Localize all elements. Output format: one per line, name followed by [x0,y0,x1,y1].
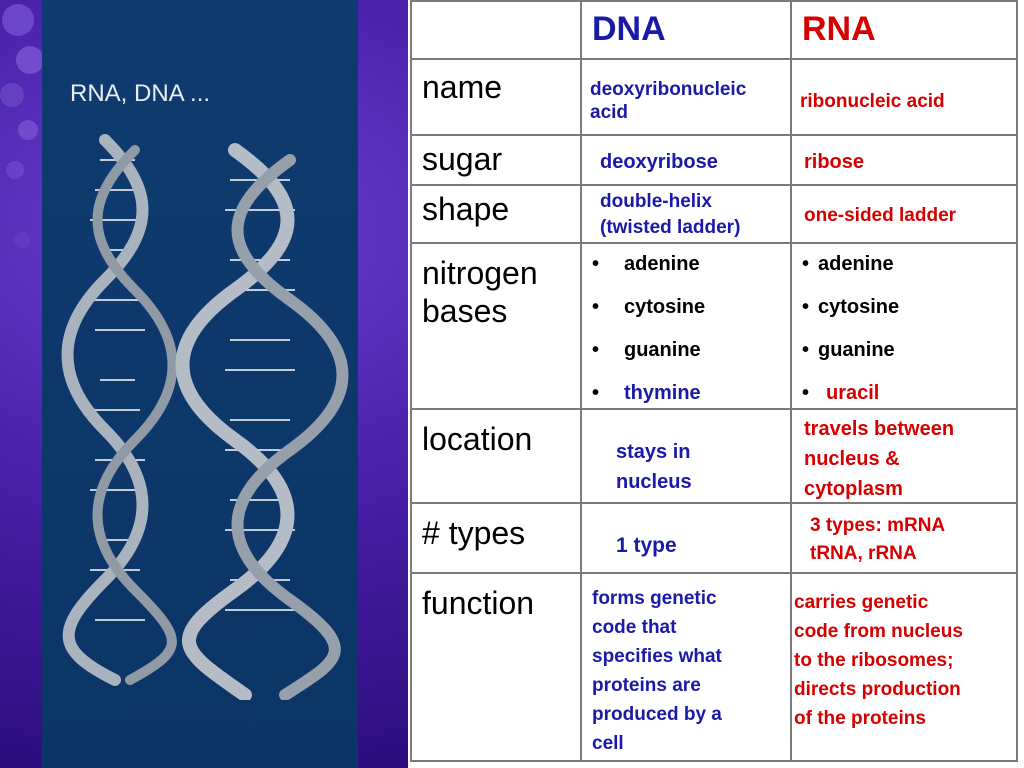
dna-types: 1 type [616,534,677,557]
list-item: • adenine [592,252,705,295]
rna-bases-cell: • adenine • cytosine • guanine • uracil [790,242,1018,410]
dna-function-line: code that [592,617,677,638]
rna-sugar-cell: ribose [790,134,1018,186]
panel-title: RNA, DNA ... [70,80,211,107]
list-item: • uracil [802,381,899,424]
rna-function-line: code from nucleus [794,621,963,642]
rna-base: guanine [818,339,895,361]
list-item: • adenine [802,252,899,295]
row-label-shape: shape [410,184,582,244]
rna-base-unique: uracil [826,382,880,404]
list-item: • cytosine [802,295,899,338]
rna-name-cell: ribonucleic acid [790,58,1018,136]
rna-shape: one-sided ladder [804,205,957,226]
rna-function-text: carries genetic code from nucleus to the… [794,588,963,733]
dna-function-line: produced by a [592,704,722,725]
rna-types-line1: 3 types: mRNA [810,515,946,536]
dna-function-line: forms genetic [592,588,717,609]
rna-function-cell: carries genetic code from nucleus to the… [790,572,1018,762]
dna-header: DNA [580,0,792,60]
row-label-sugar: sugar [410,134,582,186]
decorative-bubbles [0,4,44,248]
row-label-function: function [410,572,582,762]
dna-shape-line1: double-helix [600,191,712,212]
comparison-table-area: DNA RNA name deoxyribonucleic acid ribon… [408,0,1024,768]
dna-rna-comparison-table: DNA RNA name deoxyribonucleic acid ribon… [410,0,1018,762]
dna-location-line1: stays in [616,441,691,463]
row-label-bases-line1: nitrogen [422,255,538,291]
rna-location-line1: travels between [804,418,955,440]
row-label-bases-line2: bases [422,293,508,329]
dna-sugar-cell: deoxyribose [580,134,792,186]
dna-base: guanine [624,339,701,361]
list-item: • cytosine [592,295,705,338]
rna-sugar: ribose [804,151,865,173]
rna-types-cell: 3 types: mRNA tRNA, rRNA [790,502,1018,574]
dna-name-cell: deoxyribonucleic acid [580,58,792,136]
rna-name: ribonucleic acid [800,91,945,112]
dna-function-line: cell [592,733,624,754]
row-label-location: location [410,408,582,504]
rna-function-line: of the proteins [794,708,926,729]
dna-types-cell: 1 type [580,502,792,574]
dna-shape-cell: double-helix (twisted ladder) [580,184,792,244]
dna-location-line2: nucleus [616,471,692,493]
bullet: • [802,382,810,404]
dna-function-line: specifies what [592,646,722,667]
rna-location-cell: travels between nucleus & cytoplasm [790,408,1018,504]
list-item: • guanine [592,338,705,381]
table-row: nitrogen bases • adenine • cytosine • guani… [410,242,1018,410]
rna-bases-list: • adenine • cytosine • guanine • uracil [802,252,899,424]
list-item: • thymine [592,381,705,424]
table-row: function forms genetic code that specifi… [410,572,1018,762]
bullet: • [592,296,600,318]
rna-shape-cell: one-sided ladder [790,184,1018,244]
bullet: • [592,253,600,275]
table-row: sugar deoxyribose ribose [410,134,1018,186]
rna-base: cytosine [818,296,900,318]
list-item: • guanine [802,338,899,381]
rna-function-line: to the ribosomes; [794,650,954,671]
header-row: DNA RNA [410,0,1018,60]
table-row: name deoxyribonucleic acid ribonucleic a… [410,58,1018,136]
dna-base-unique: thymine [624,382,701,404]
row-label-bases: nitrogen bases [410,242,582,410]
row-label-types: # types [410,502,582,574]
rna-function-line: directs production [794,679,961,700]
table-row: # types 1 type 3 types: mRNA tRNA, rRNA [410,502,1018,574]
table-row: shape double-helix (twisted ladder) one-… [410,184,1018,244]
bullet: • [802,296,810,318]
rna-header: RNA [790,0,1018,60]
rna-function-line: carries genetic [794,592,929,613]
dna-function-text: forms genetic code that specifies what p… [592,584,722,758]
rna-location-line3: cytoplasm [804,478,903,500]
dna-base: adenine [624,253,700,275]
rna-location-line2: nucleus & [804,448,900,470]
bullet: • [592,339,600,361]
dna-image-panel [42,0,358,768]
row-label-name: name [410,58,582,136]
bullet: • [802,253,810,275]
corner-cell [410,0,582,60]
dna-function-line: proteins are [592,675,701,696]
dna-function-cell: forms genetic code that specifies what p… [580,572,792,762]
table-row: location stays in nucleus travels betwee… [410,408,1018,504]
rna-base: adenine [818,253,894,275]
dna-name: deoxyribonucleic acid [590,79,747,123]
bullet: • [592,382,600,404]
bullet: • [802,339,810,361]
dna-helix-image [61,134,349,700]
dna-location-cell: stays in nucleus [580,408,792,504]
dna-sugar: deoxyribose [600,151,718,173]
rna-types-line2: tRNA, rRNA [810,543,917,564]
dna-bases-cell: • adenine • cytosine • guanine • thymine [580,242,792,410]
dna-bases-list: • adenine • cytosine • guanine • thymine [592,252,705,424]
dna-base: cytosine [624,296,706,318]
dna-shape-line2: (twisted ladder) [600,217,741,238]
